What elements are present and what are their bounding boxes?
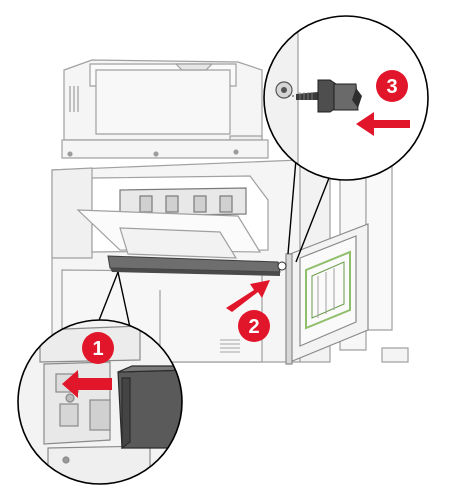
step-2-arrow [226, 280, 270, 312]
open-front-door [285, 223, 369, 365]
step-1-badge: 1 [82, 332, 114, 364]
vent-lines [69, 86, 79, 112]
step-1-arrow [62, 370, 112, 398]
screw-icon [296, 79, 362, 113]
step-3-arrow [356, 112, 410, 136]
zoom-detail-step-1: 1 [17, 319, 183, 485]
step-2-badge: 2 [238, 310, 270, 342]
step-2-number: 2 [248, 316, 259, 338]
step-3-number: 3 [386, 76, 397, 98]
finisher-mechanism [119, 187, 247, 217]
cabinet-vent [220, 339, 240, 353]
green-latch-area [305, 250, 351, 330]
step-3-badge: 3 [376, 70, 408, 102]
cartridge-guide [107, 255, 287, 276]
zoom-detail-step-3: 3 [263, 15, 429, 181]
step-1-number: 1 [92, 338, 103, 360]
